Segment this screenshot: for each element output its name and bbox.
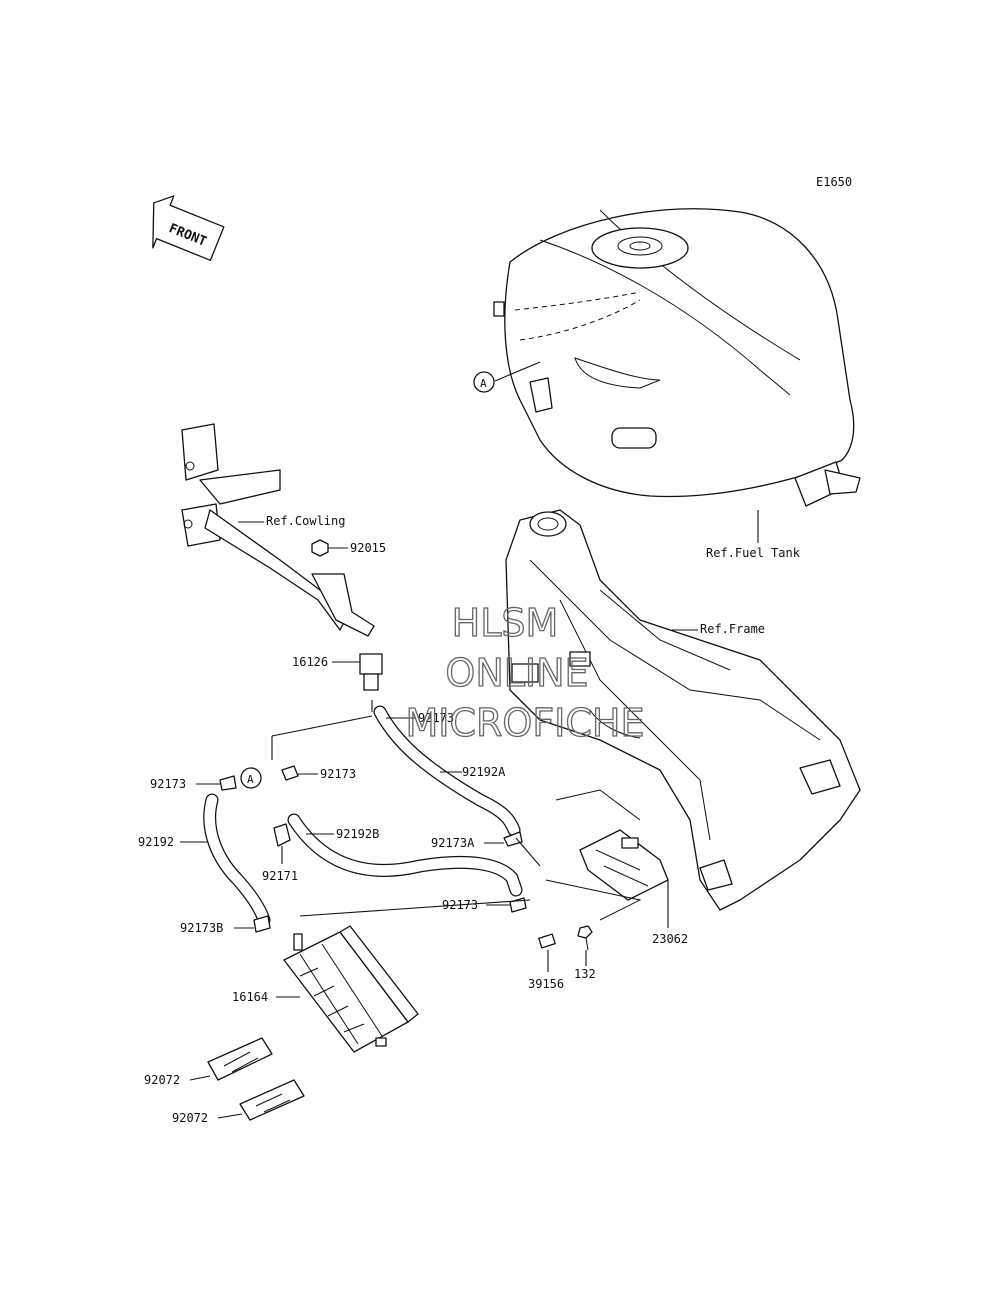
canister-16164 [283,925,419,1053]
front-arrow-icon: FRONT [152,195,225,261]
ref-fuel-tank-label: Ref.Fuel Tank [706,546,801,560]
diagram-code: E1650 [816,175,852,189]
part-39156 [538,933,556,949]
part-92192A-label: 92192A [462,765,506,779]
part-92015-label: 92015 [350,541,386,555]
frame-outline [505,509,861,911]
callout-a-marker-left [240,767,262,789]
callout-a-marker-tank [473,371,495,393]
part-92173-upper-label: 92173 [418,711,454,725]
nut-92015 [311,539,329,557]
part-92072-a-label: 92072 [144,1073,180,1087]
hose-92192 [204,794,270,926]
part-39156-label: 39156 [528,977,564,991]
clip-92173B [253,915,271,933]
part-92192B-label: 92192B [336,827,379,841]
bolt-132 [577,925,593,951]
band-92072-a [207,1037,273,1081]
clamp-92171 [273,823,291,847]
bracket-23062 [545,789,669,921]
ref-frame-label: Ref.Frame [700,622,765,636]
band-92072-b [239,1079,305,1121]
part-92171-label: 92171 [262,869,298,883]
part-92173A-label: 92173A [431,836,475,850]
watermark-line3: MICROFICHE [405,701,644,745]
part-132-label: 132 [574,967,596,981]
fuel-tank-outline [493,208,861,507]
callout-a-label-left: A [247,773,254,786]
watermark-line2: ONLINE [445,651,588,695]
ref-cowling-label: Ref.Cowling [266,514,345,528]
watermark-line1: HLSM [452,601,559,645]
hose-92192A [374,706,520,836]
clip-92173-left [219,775,237,791]
part-23062-label: 23062 [652,932,688,946]
part-16164-label: 16164 [232,990,268,1004]
part-92173-left-label: 92173 [150,777,186,791]
part-92192-label: 92192 [138,835,174,849]
hose-92192B [288,814,522,896]
part-16126-label: 16126 [292,655,328,669]
clip-92173A [503,831,523,847]
callout-a-label-tank: A [480,377,487,390]
part-92072-b-label: 92072 [172,1111,208,1125]
part-92173B-label: 92173B [180,921,223,935]
part-92173-mid-label: 92173 [320,767,356,781]
valve-16126 [359,653,383,675]
clip-92173-mid [281,765,299,781]
cowling-bracket [181,423,375,637]
